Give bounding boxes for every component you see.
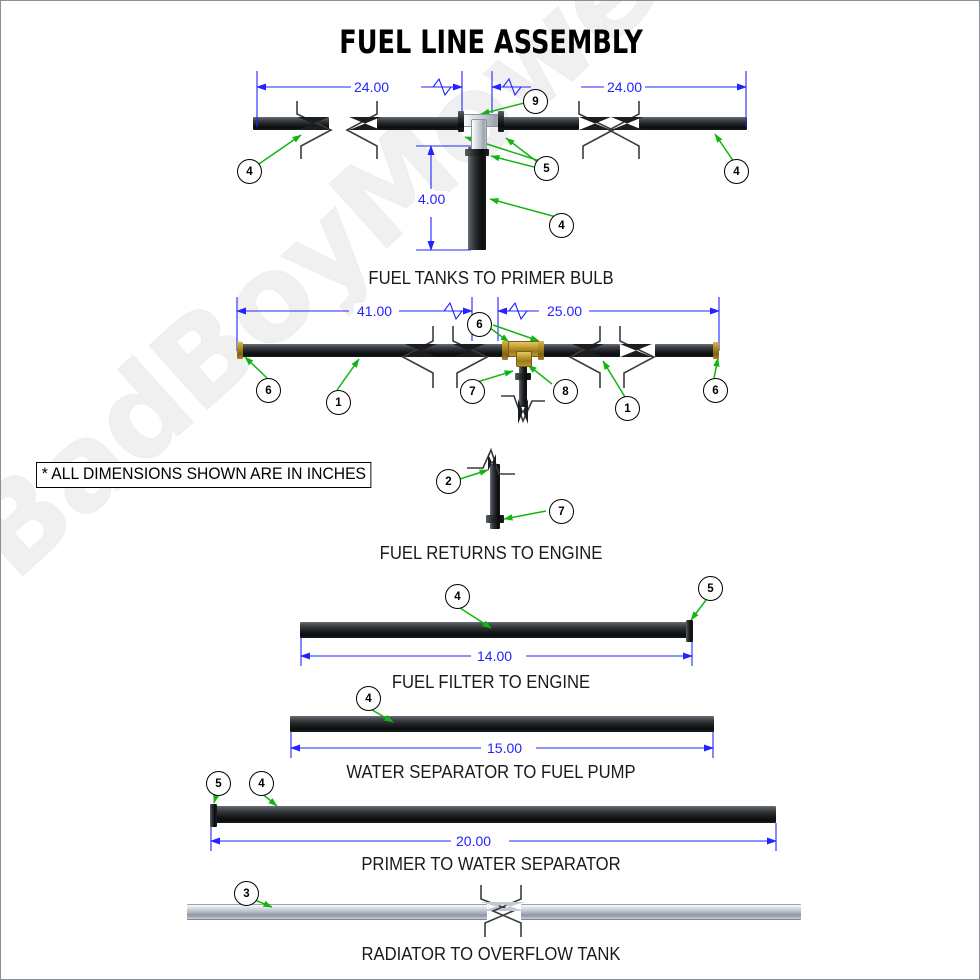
- brass-clamp-s2-far-left: [237, 342, 243, 359]
- balloon-s6-5[interactable]: 5: [206, 771, 231, 796]
- brass-clamp-s2-left: [502, 341, 508, 360]
- hose-segment-s2-drop: [519, 363, 527, 407]
- hose-segment-s1-vertical: [468, 147, 486, 250]
- leader-lines: [213, 101, 737, 908]
- dimension-15: 15.00: [484, 740, 526, 756]
- caption-fuel-tanks-to-primer-bulb: FUEL TANKS TO PRIMER BULB: [368, 267, 614, 288]
- balloon-s6-4[interactable]: 4: [249, 771, 274, 796]
- hose-segment-s2-right-outer: [655, 344, 717, 357]
- caption-fuel-returns-to-engine: FUEL RETURNS TO ENGINE: [379, 542, 603, 563]
- dimension-41: 41.00: [354, 303, 396, 319]
- dimensions-note-box: * ALL DIMENSIONS SHOWN ARE IN INCHES: [36, 462, 372, 488]
- hose-segment-s5: [290, 716, 714, 732]
- dimension-24-left: 24.00: [351, 79, 393, 95]
- hose-break-symbols: [296, 101, 656, 937]
- balloon-s1-5[interactable]: 5: [534, 156, 559, 181]
- hose-clamp-s1-left: [458, 111, 464, 132]
- hose-segment-s7-right: [521, 904, 801, 920]
- balloon-s2-6-tee[interactable]: 6: [467, 312, 492, 337]
- caption-primer-to-water-separator: PRIMER TO WATER SEPARATOR: [361, 853, 621, 874]
- balloon-s1-4-left[interactable]: 4: [237, 159, 262, 184]
- hose-segment-s1-right-main: [501, 117, 579, 130]
- balloon-s2-1-right[interactable]: 1: [615, 396, 640, 421]
- hose-segment-s3-vertical: [490, 464, 500, 529]
- hose-segment-s1-right-outer: [639, 117, 747, 130]
- dimension-14: 14.00: [474, 648, 516, 664]
- balloon-s1-4-stem[interactable]: 4: [549, 213, 574, 238]
- hose-clamp-s4-right: [686, 620, 693, 642]
- dimension-24-right: 24.00: [604, 79, 646, 95]
- hose-clamp-s1-stem: [465, 149, 489, 156]
- balloon-s2-1-left[interactable]: 1: [326, 390, 351, 415]
- balloon-s2-8[interactable]: 8: [553, 379, 578, 404]
- caption-water-separator-to-fuel-pump: WATER SEPARATOR TO FUEL PUMP: [346, 761, 636, 782]
- dimension-20: 20.00: [453, 833, 495, 849]
- balloon-s3-2[interactable]: 2: [436, 469, 461, 494]
- dimension-25: 25.00: [544, 303, 586, 319]
- hose-segment-s7-left: [187, 904, 487, 920]
- hose-clamp-s3: [486, 515, 504, 523]
- hose-segment-s2-left-outer: [239, 344, 455, 357]
- balloon-s7-3[interactable]: 3: [234, 881, 259, 906]
- balloon-s1-9[interactable]: 9: [523, 89, 548, 114]
- hose-segment-s1-left-main: [377, 117, 461, 130]
- caption-fuel-filter-to-engine: FUEL FILTER TO ENGINE: [391, 671, 591, 692]
- brass-clamp-s2-far-right: [713, 342, 719, 359]
- balloon-s4-4[interactable]: 4: [445, 584, 470, 609]
- brass-tee-stem-s2: [516, 351, 532, 367]
- hose-segment-s2-right-inner: [528, 344, 620, 357]
- balloon-s2-7[interactable]: 7: [460, 379, 485, 404]
- balloon-s1-4-right[interactable]: 4: [724, 159, 749, 184]
- caption-radiator-to-overflow-tank: RADIATOR TO OVERFLOW TANK: [361, 943, 621, 964]
- hose-segment-s4: [300, 622, 693, 638]
- dimension-4-vertical: 4.00: [415, 191, 449, 207]
- hose-segment-s6: [210, 806, 776, 823]
- balloon-s5-4[interactable]: 4: [356, 686, 381, 711]
- page-title: FUEL LINE ASSEMBLY: [339, 23, 643, 61]
- balloon-s2-6-left[interactable]: 6: [256, 378, 281, 403]
- brass-clamp-s2-right: [538, 341, 544, 360]
- hose-clamp-s6-left: [210, 804, 217, 827]
- balloon-s2-6-right[interactable]: 6: [703, 378, 728, 403]
- dimension-lines: [210, 71, 777, 851]
- hose-clamp-s2-drop: [515, 373, 531, 380]
- balloon-s3-7[interactable]: 7: [549, 499, 574, 524]
- balloon-s4-5[interactable]: 5: [698, 576, 723, 601]
- hose-clamp-s1-right: [498, 111, 504, 132]
